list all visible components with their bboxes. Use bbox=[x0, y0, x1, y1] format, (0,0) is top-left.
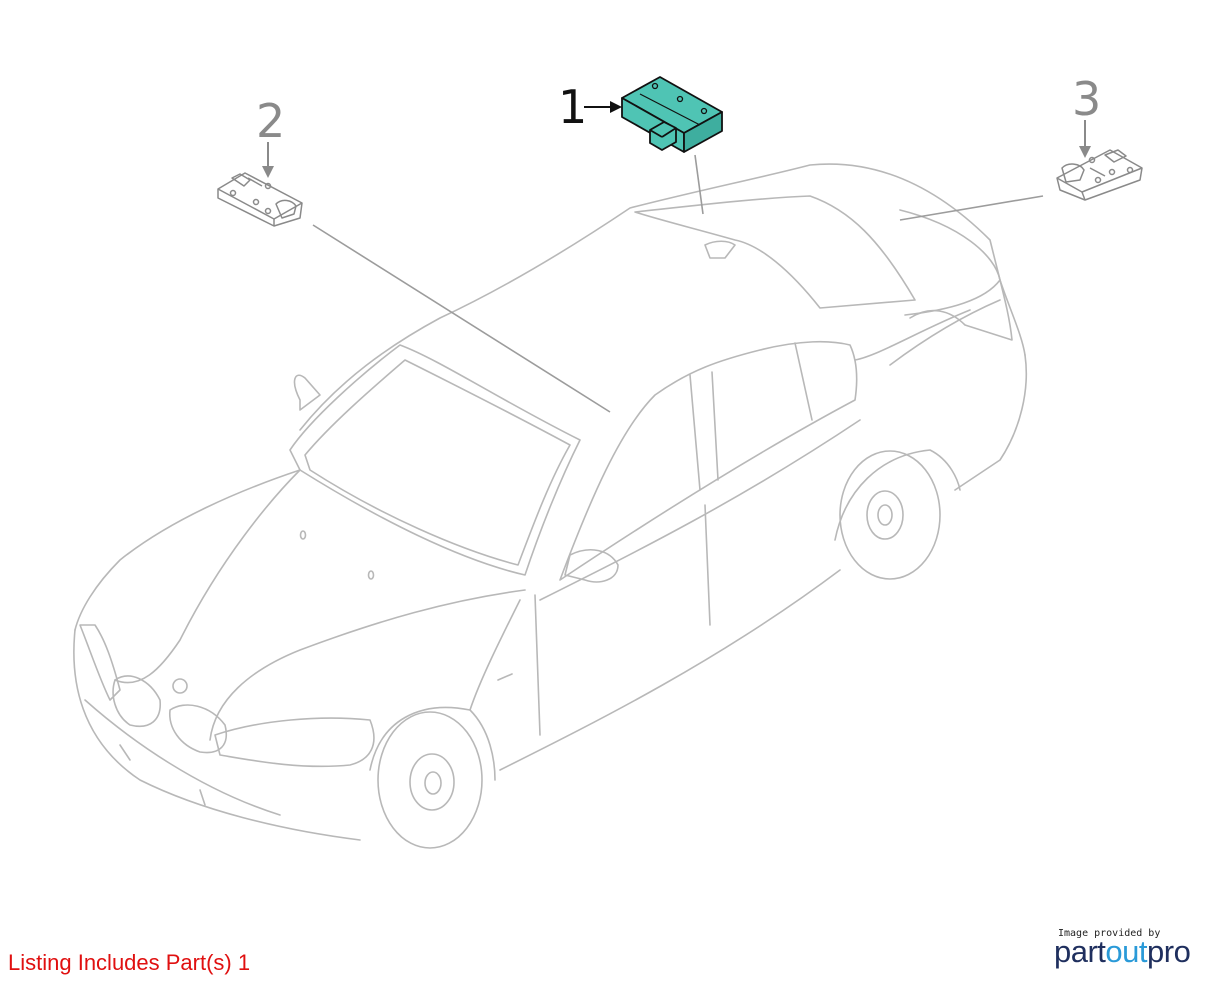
listing-note: Listing Includes Part(s) 1 bbox=[8, 950, 251, 975]
part-1-control-module[interactable] bbox=[621, 76, 723, 153]
part-2-bracket[interactable] bbox=[217, 172, 303, 227]
callout-number-1: 1 bbox=[558, 80, 588, 134]
callout-number-3: 3 bbox=[1072, 72, 1102, 126]
leader-lines bbox=[312, 154, 1044, 413]
arrow-callout-2 bbox=[262, 142, 274, 178]
part-3-bracket[interactable] bbox=[1056, 149, 1143, 201]
credit-label: Image provided by bbox=[1058, 928, 1161, 939]
partoutpro-logo: partoutpro bbox=[1054, 934, 1191, 970]
arrow-callout-1 bbox=[584, 101, 622, 113]
leader-line-2 bbox=[312, 224, 611, 413]
car-body bbox=[73, 163, 1028, 849]
arrow-callout-3 bbox=[1079, 120, 1091, 158]
callout-number-2: 2 bbox=[256, 94, 286, 148]
logo-pro: pro bbox=[1147, 934, 1191, 969]
logo-part: part bbox=[1054, 934, 1106, 969]
logo-out: out bbox=[1105, 934, 1148, 969]
leader-line-1 bbox=[694, 154, 704, 215]
leader-line-3 bbox=[899, 195, 1044, 221]
